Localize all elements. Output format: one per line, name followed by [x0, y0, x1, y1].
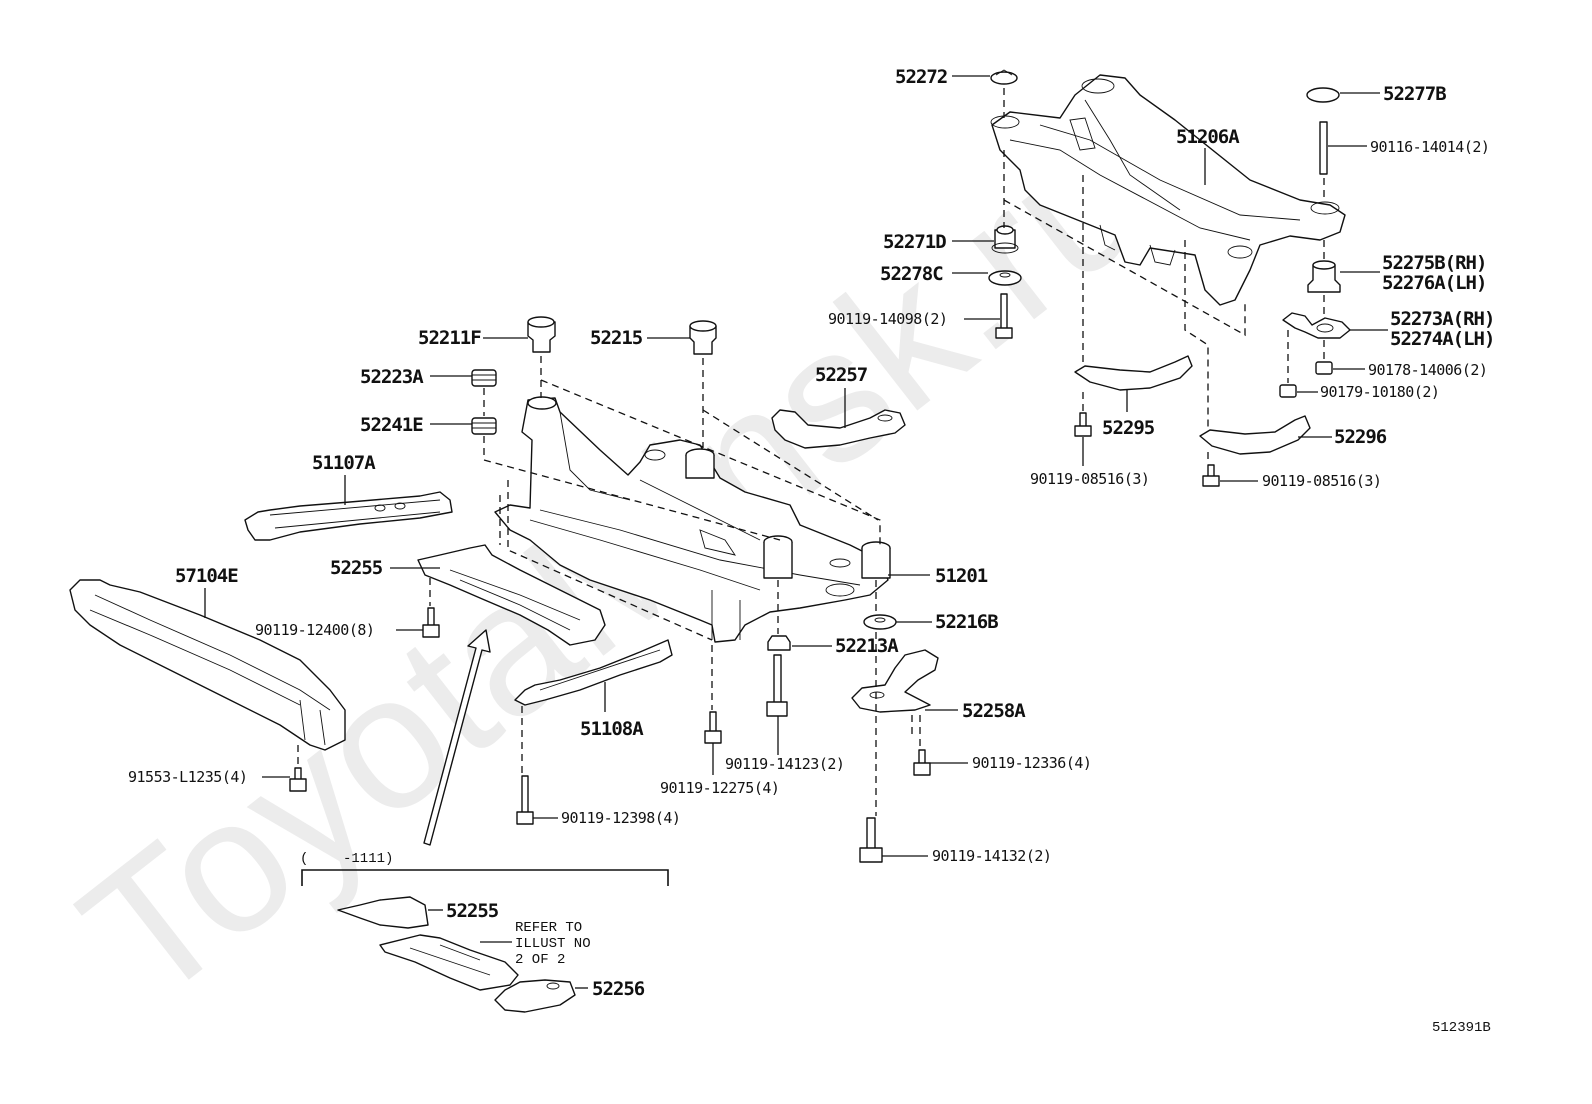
part-52295-arm[interactable]: [1074, 355, 1193, 391]
part-52255-cover[interactable]: [417, 544, 606, 646]
label-52258A[interactable]: 52258A: [962, 700, 1027, 722]
label-52256[interactable]: 52256: [592, 978, 646, 1000]
label-52276A[interactable]: 52276A(LH): [1382, 272, 1487, 294]
label-52273A[interactable]: 52273A(RH): [1390, 308, 1495, 330]
part-52223A-stopper[interactable]: [471, 369, 497, 387]
label-52295[interactable]: 52295: [1102, 417, 1156, 439]
label-90119-08516-b[interactable]: 90119-08516(3): [1262, 472, 1382, 490]
label-52274A[interactable]: 52274A(LH): [1390, 328, 1495, 350]
label-52277B[interactable]: 52277B: [1383, 83, 1447, 105]
range-open: (: [300, 851, 308, 867]
front-assembly-lines: [297, 356, 921, 816]
label-51206A[interactable]: 51206A: [1176, 126, 1241, 148]
leader-lines: [204, 75, 1388, 989]
part-91553-L1235-bolt[interactable]: [289, 767, 307, 792]
label-91553-L1235[interactable]: 91553-L1235(4): [128, 768, 248, 786]
label-90119-12336[interactable]: 90119-12336(4): [972, 754, 1092, 772]
part-52273A-52274A-stopper[interactable]: [1282, 312, 1351, 339]
illustration-id: 512391B: [1432, 1020, 1491, 1036]
label-90119-14098[interactable]: 90119-14098(2): [828, 310, 948, 328]
inset-annotations: ( -1111) REFER TO ILLUST NO 2 OF 2: [300, 851, 591, 968]
inset-part-52256[interactable]: [494, 979, 576, 1013]
label-51201[interactable]: 51201: [935, 565, 989, 587]
label-90119-12275[interactable]: 90119-12275(4): [660, 779, 780, 797]
part-52211F-bushing[interactable]: [527, 316, 556, 353]
label-90119-14132[interactable]: 90119-14132(2): [932, 847, 1052, 865]
label-52255-inset[interactable]: 52255: [446, 900, 500, 922]
part-52257-bracket[interactable]: [771, 409, 906, 449]
part-52278C-washer[interactable]: [988, 270, 1022, 286]
part-57104E-crossmember[interactable]: [69, 579, 346, 751]
label-51108A[interactable]: 51108A: [580, 718, 645, 740]
label-52257[interactable]: 52257: [815, 364, 869, 386]
part-52258A-brace[interactable]: [851, 649, 939, 713]
label-90119-14123[interactable]: 90119-14123(2): [725, 755, 845, 773]
part-52241E-stopper[interactable]: [471, 417, 497, 435]
label-51107A[interactable]: 51107A: [312, 452, 377, 474]
label-90178-14006[interactable]: 90178-14006(2): [1368, 361, 1488, 379]
part-90119-12275-bolt[interactable]: [704, 711, 722, 744]
part-90178-14006-nut[interactable]: [1315, 361, 1333, 375]
front-crossmember-51201[interactable]: [494, 396, 891, 643]
part-52275B-52276A-bushing[interactable]: [1307, 260, 1341, 293]
refer-note-line1: REFER TO: [515, 920, 582, 936]
label-52272[interactable]: 52272: [895, 66, 948, 88]
label-52275B[interactable]: 52275B(RH): [1382, 252, 1487, 274]
range-close: -1111): [343, 851, 393, 867]
label-52213A[interactable]: 52213A: [835, 635, 900, 657]
label-90119-08516-a[interactable]: 90119-08516(3): [1030, 470, 1150, 488]
part-51108A-reinforcement[interactable]: [514, 639, 673, 706]
part-90119-12336-bolt[interactable]: [913, 749, 931, 776]
part-52277B-cap[interactable]: [1306, 87, 1340, 103]
rear-assembly-lines: [1003, 88, 1325, 463]
part-52296-arm[interactable]: [1199, 415, 1311, 455]
label-52241E[interactable]: 52241E: [360, 414, 424, 436]
part-90179-10180-nut[interactable]: [1279, 384, 1297, 398]
label-52215[interactable]: 52215: [590, 327, 644, 349]
label-52223A[interactable]: 52223A: [360, 366, 425, 388]
part-90119-08516-bolt-b[interactable]: [1202, 464, 1220, 487]
label-90179-10180[interactable]: 90179-10180(2): [1320, 383, 1440, 401]
part-52271D-bushing[interactable]: [991, 225, 1019, 254]
label-52216B[interactable]: 52216B: [935, 611, 999, 633]
label-52211F[interactable]: 52211F: [418, 327, 482, 349]
part-90119-14123-bolt[interactable]: [766, 654, 788, 717]
part-90119-12400-bolt[interactable]: [422, 607, 440, 638]
part-52213A-nut[interactable]: [767, 635, 791, 651]
direction-arrow: [423, 629, 491, 846]
label-52278C[interactable]: 52278C: [880, 263, 944, 285]
label-90119-12398[interactable]: 90119-12398(4): [561, 809, 681, 827]
part-52215-bushing[interactable]: [689, 320, 717, 355]
inset-bracket: [301, 869, 669, 886]
inset-part-52255[interactable]: [337, 896, 429, 929]
part-labels: 52272 52277B 51206A 90116-14014(2) 52271…: [128, 66, 1495, 1000]
refer-note-line2: ILLUST NO: [515, 936, 591, 952]
part-51107A-reinforcement[interactable]: [244, 491, 453, 541]
part-52272-cushion[interactable]: [990, 69, 1018, 85]
label-52255[interactable]: 52255: [330, 557, 384, 579]
label-52271D[interactable]: 52271D: [883, 231, 947, 253]
part-52216B-washer[interactable]: [863, 614, 897, 630]
part-90116-14014-stud[interactable]: [1319, 121, 1328, 175]
part-90119-14098-bolt[interactable]: [995, 293, 1013, 339]
label-90116-14014[interactable]: 90116-14014(2): [1370, 138, 1490, 156]
part-90119-14132-bolt[interactable]: [859, 817, 883, 863]
refer-note-line3: 2 OF 2: [515, 952, 565, 968]
inset-underbody-cover[interactable]: [379, 934, 519, 991]
label-90119-12400[interactable]: 90119-12400(8): [255, 621, 375, 639]
part-90119-12398-bolt[interactable]: [516, 775, 534, 825]
label-52296[interactable]: 52296: [1334, 426, 1388, 448]
part-90119-08516-bolt-a[interactable]: [1074, 412, 1092, 437]
rear-subframe-51206A[interactable]: [990, 74, 1346, 306]
label-57104E[interactable]: 57104E: [175, 565, 239, 587]
